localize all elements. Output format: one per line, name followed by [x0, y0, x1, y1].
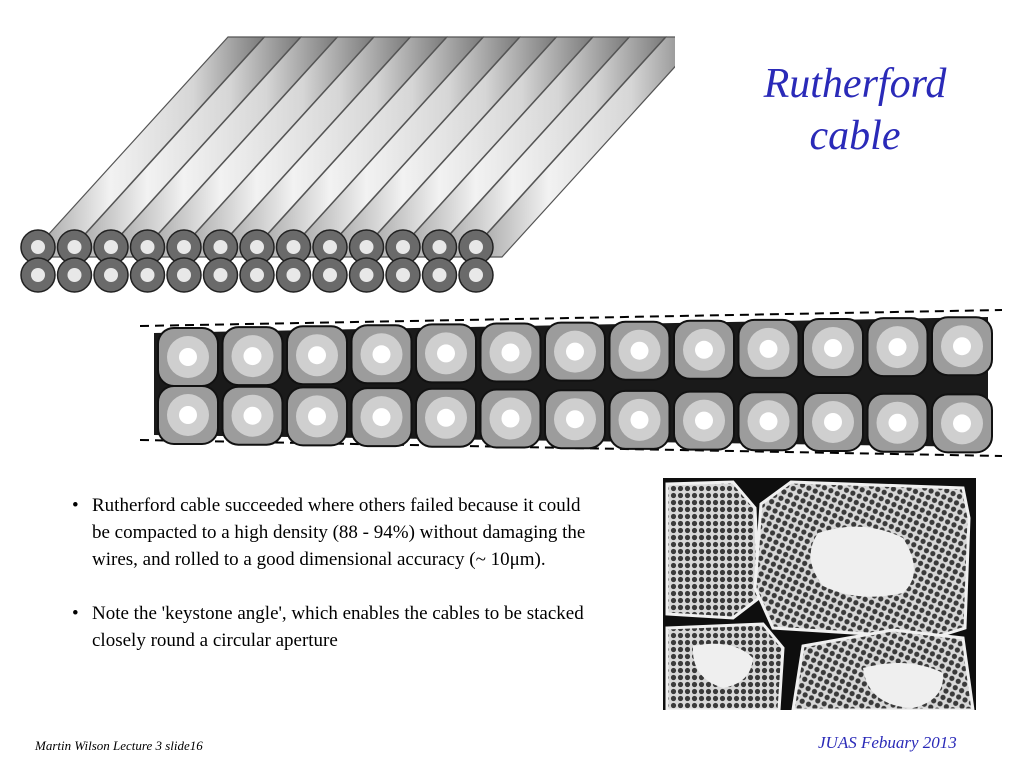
bullet-text-keystone: Note the 'keystone angle', which enables… [92, 603, 584, 651]
slide-title-line-1: Rutherford [763, 61, 947, 107]
cable-cross-section [139, 305, 1010, 465]
bullet-list: • Rutherford cable succeeded where other… [72, 492, 592, 681]
cross-section-svg [139, 309, 1003, 457]
slide-title-line-2: cable [809, 113, 901, 159]
bullet-text-compaction: Rutherford cable succeeded where others … [92, 495, 586, 570]
bullet-marker: • [72, 603, 79, 624]
bullet-item: • Note the 'keystone angle', which enabl… [72, 600, 592, 654]
slide-title: Rutherford cable [700, 58, 1010, 162]
keystone-line-top [139, 309, 1003, 327]
rutherford-cable-drawing [20, 25, 704, 295]
cable-drawing-svg [20, 36, 704, 293]
bullet-item: • Rutherford cable succeeded where other… [72, 492, 592, 573]
footer-event: JUAS Febuary 2013 [818, 733, 957, 752]
strand-micrograph [663, 478, 976, 712]
bullet-marker: • [72, 495, 79, 516]
micrograph-svg [663, 478, 976, 712]
keystone-line-bottom [139, 439, 1003, 457]
footer-author: Martin Wilson Lecture 3 slide16 [35, 738, 203, 753]
